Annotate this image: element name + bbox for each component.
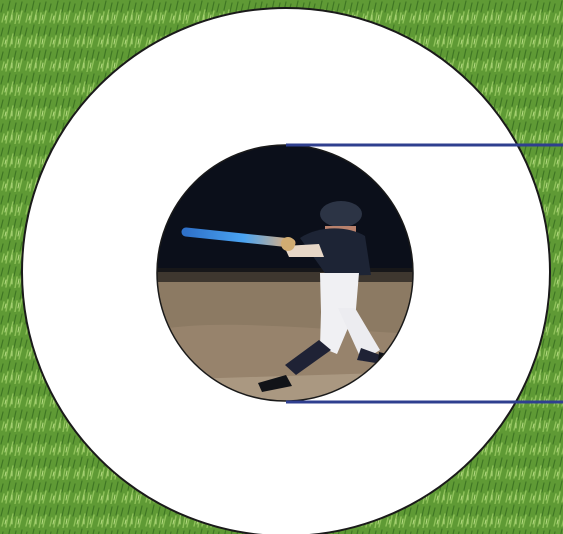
infographic-canvas <box>0 0 563 534</box>
graphic-svg <box>0 0 563 534</box>
